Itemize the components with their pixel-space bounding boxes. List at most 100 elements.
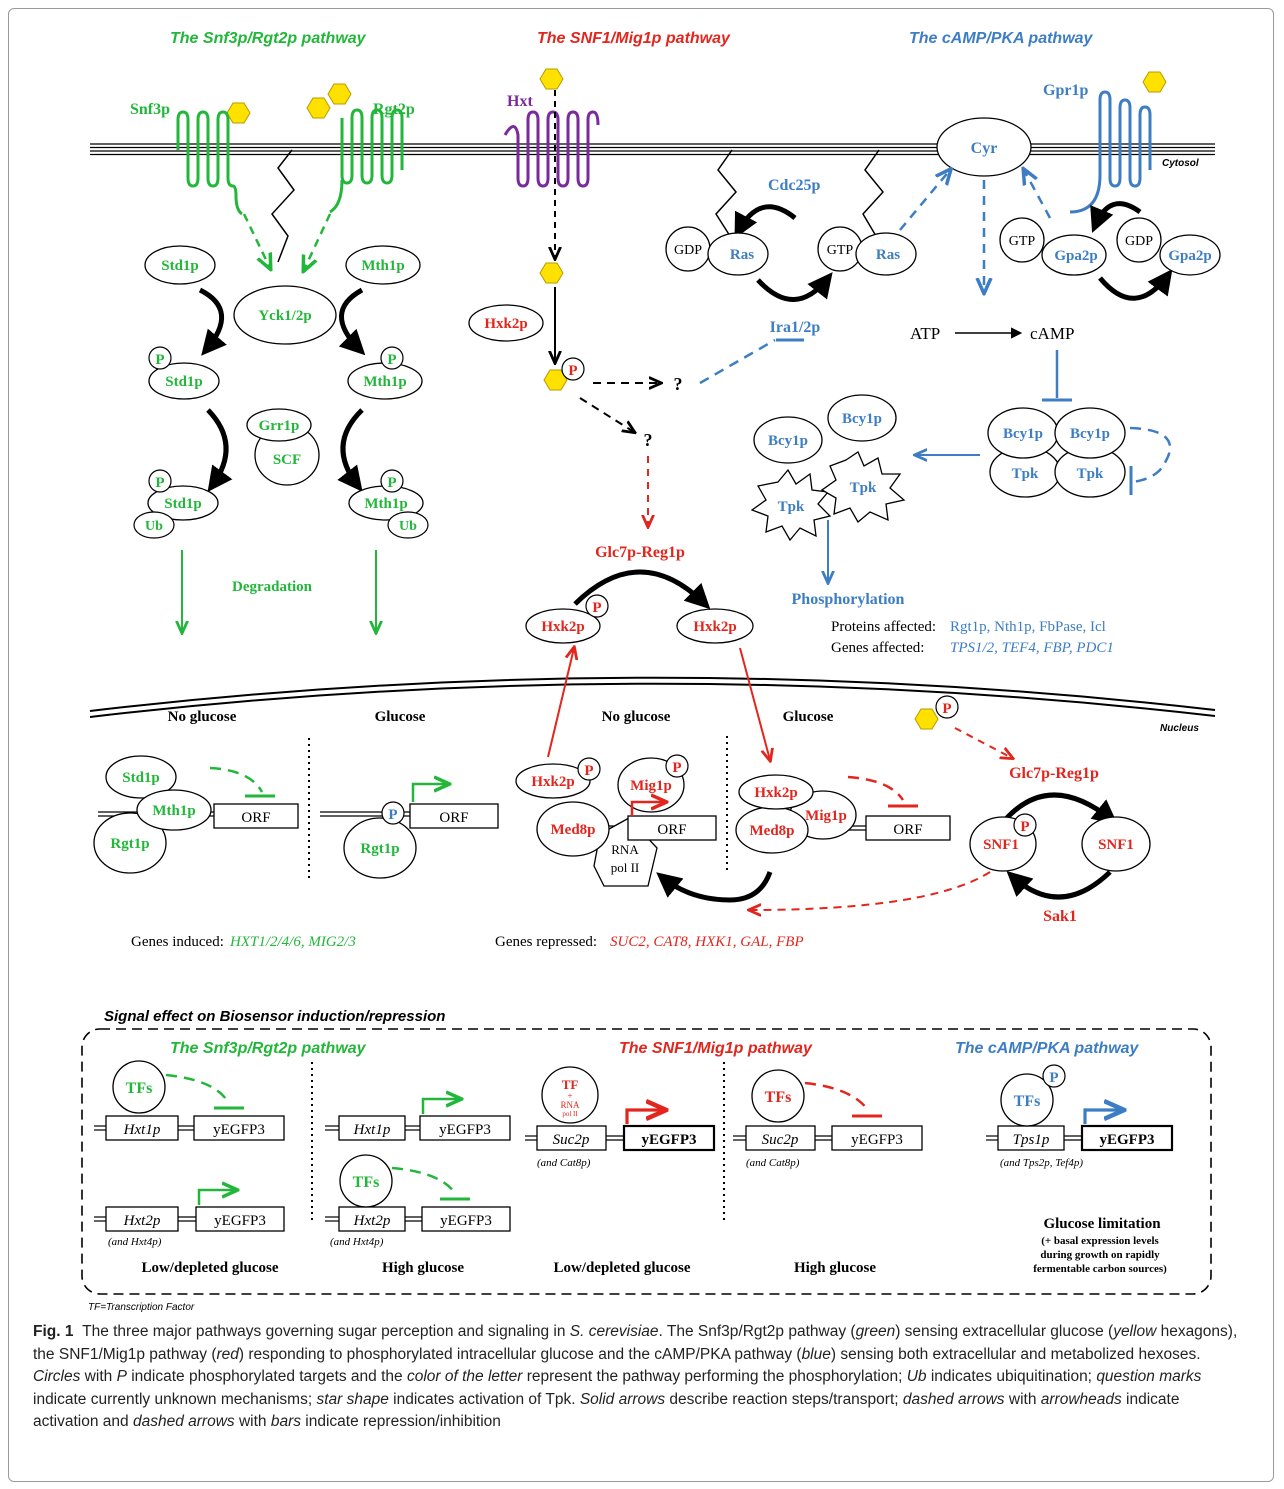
rgt2-activation-arrow xyxy=(304,213,332,270)
caption-em: green xyxy=(855,1323,896,1340)
ub-badge: Ub xyxy=(133,511,175,539)
proteins-affected-label: Proteins affected: xyxy=(831,619,936,635)
p-label: P xyxy=(592,600,601,616)
caption-em: red xyxy=(216,1345,239,1363)
glucose-limitation-label: Glucose limitation xyxy=(1043,1216,1161,1232)
repression-line xyxy=(165,1073,230,1103)
tpk-label: Tpk xyxy=(1012,466,1039,482)
caption-text: with xyxy=(1004,1390,1041,1408)
ras-anchor xyxy=(715,149,737,237)
orf-box xyxy=(409,803,499,829)
reporter-box xyxy=(831,1125,923,1151)
rgt1p-label: Rgt1p xyxy=(360,841,399,857)
p-label: P xyxy=(672,760,681,776)
gtp-label: GTP xyxy=(1009,234,1036,249)
p-badge: P xyxy=(381,801,405,825)
p-label: P xyxy=(387,475,396,491)
hxt2p-label: Hxt2p xyxy=(353,1213,391,1229)
limitation-note-1: (+ basal expression levels xyxy=(1041,1235,1159,1247)
hxt2p-label: Hxt2p xyxy=(123,1213,161,1229)
mth1p-label: Mth1p xyxy=(361,258,404,274)
ub-label: Ub xyxy=(399,519,417,534)
p-badge: P xyxy=(561,357,585,381)
std1p-label: Std1p xyxy=(122,770,160,786)
ras-anchor xyxy=(862,149,884,237)
pol-label: pol II xyxy=(562,1110,578,1118)
pol-label: pol II xyxy=(611,860,640,875)
mth1p-ub-node: Mth1p xyxy=(348,485,424,521)
med8p-label: Med8p xyxy=(551,822,596,838)
caption-text: . The Snf3p/Rgt2p pathway ( xyxy=(658,1323,856,1340)
tfs-node: TFs xyxy=(112,1060,166,1114)
std1p-label: Std1p xyxy=(164,496,202,512)
orf-box xyxy=(865,815,951,841)
tps-and-label: (and Tps2p, Tef4p) xyxy=(1000,1157,1083,1169)
caption-text: with xyxy=(234,1413,271,1430)
ira-inhibition-line xyxy=(699,338,776,385)
header-camp-pathway: The cAMP/PKA pathway xyxy=(909,30,1094,47)
p-label: P xyxy=(942,701,951,717)
caption-text: ) responding to phosphorylated intracell… xyxy=(238,1345,802,1363)
high-glucose-label: High glucose xyxy=(794,1260,876,1276)
gpa2-gtp-node: GTP xyxy=(999,217,1045,263)
promoter-box xyxy=(105,1115,179,1141)
caption-em: dashed arrows xyxy=(902,1390,1005,1408)
tpk-active-label: Tpk xyxy=(778,499,805,515)
std1p-phos-node: Std1p xyxy=(148,362,220,400)
caption-text: indicates activation of Tpk. xyxy=(388,1390,580,1408)
limitation-note-3: fermentable carbon sources) xyxy=(1033,1263,1167,1275)
caption-text: ) sensing both extracellular and metabol… xyxy=(830,1345,1201,1363)
dna-strand xyxy=(94,1216,196,1222)
suc2p-label: Suc2p xyxy=(553,1132,590,1148)
cdc25p-label: Cdc25p xyxy=(768,177,821,194)
std1p-ub-arrow xyxy=(206,408,233,493)
biosensor-title: Signal effect on Biosensor induction/rep… xyxy=(104,1008,445,1025)
bcy1-feedback-line xyxy=(1129,426,1172,484)
hxk2p-phos-node: Hxk2p xyxy=(525,608,601,644)
header-snf1-pathway: The SNF1/Mig1p pathway xyxy=(619,1040,813,1057)
hxk2p-export-arrow xyxy=(547,648,574,758)
gpa2-exchange-arrow xyxy=(1090,201,1142,233)
cyr-node: Cyr xyxy=(936,117,1032,177)
p-label: P xyxy=(388,807,397,823)
orf-box xyxy=(213,803,299,829)
caption-text: hexagons), the SNF1/Mig1p pathway ( xyxy=(33,1323,1238,1363)
ras-label: Ras xyxy=(730,247,754,263)
gtp-label: GTP xyxy=(827,243,854,258)
caption-text: indicate phosphorylated targets and the xyxy=(126,1368,407,1385)
caption-text: indicate currently unknown mechanisms; xyxy=(33,1390,317,1408)
caption-em: dashed arrows xyxy=(132,1413,235,1430)
mth1p-ub-arrow xyxy=(337,408,364,492)
tpk-active-star xyxy=(820,451,906,523)
mth1p-node: Mth1p xyxy=(136,789,212,831)
ras-exchange-arrow xyxy=(734,204,797,239)
tfs-node: TFs xyxy=(1000,1073,1054,1127)
tfs-label: TFs xyxy=(765,1089,792,1106)
yegfp3-label: yEGFP3 xyxy=(214,1213,266,1229)
gpa2p-label: Gpa2p xyxy=(1168,248,1211,264)
promoter-box xyxy=(338,1115,406,1141)
ras-to-cyr-arrow xyxy=(899,170,950,231)
hxk2p-node: Hxk2p xyxy=(738,774,814,810)
ub-badge: Ub xyxy=(387,511,429,539)
orf-label: ORF xyxy=(241,810,270,826)
reporter-box xyxy=(193,1115,285,1141)
hxk2p-node: Hxk2p xyxy=(468,304,544,342)
nuclear-envelope xyxy=(89,676,1216,718)
caption-text: The three major pathways governing sugar… xyxy=(82,1323,570,1340)
p-badge: P xyxy=(148,469,172,493)
reporter-box xyxy=(195,1206,285,1232)
bcy1p-free-node: Bcy1p xyxy=(753,416,823,464)
tf-rna-pol-node xyxy=(541,1066,599,1124)
orf-label: ORF xyxy=(893,822,922,838)
high-glucose-label: High glucose xyxy=(382,1260,464,1276)
med8p-node: Med8p xyxy=(536,801,610,857)
caption-em: Circles xyxy=(33,1368,81,1385)
p-label: P xyxy=(1049,1070,1058,1086)
tpk-label: Tpk xyxy=(1077,466,1104,482)
mth1p-node: Mth1p xyxy=(345,245,421,285)
p-badge: P xyxy=(577,757,601,781)
limitation-note-2: during growth on rapidly xyxy=(1040,1249,1160,1261)
tfs-label: TFs xyxy=(1014,1093,1041,1110)
hxk2p-phos-node: Hxk2p xyxy=(515,763,591,799)
